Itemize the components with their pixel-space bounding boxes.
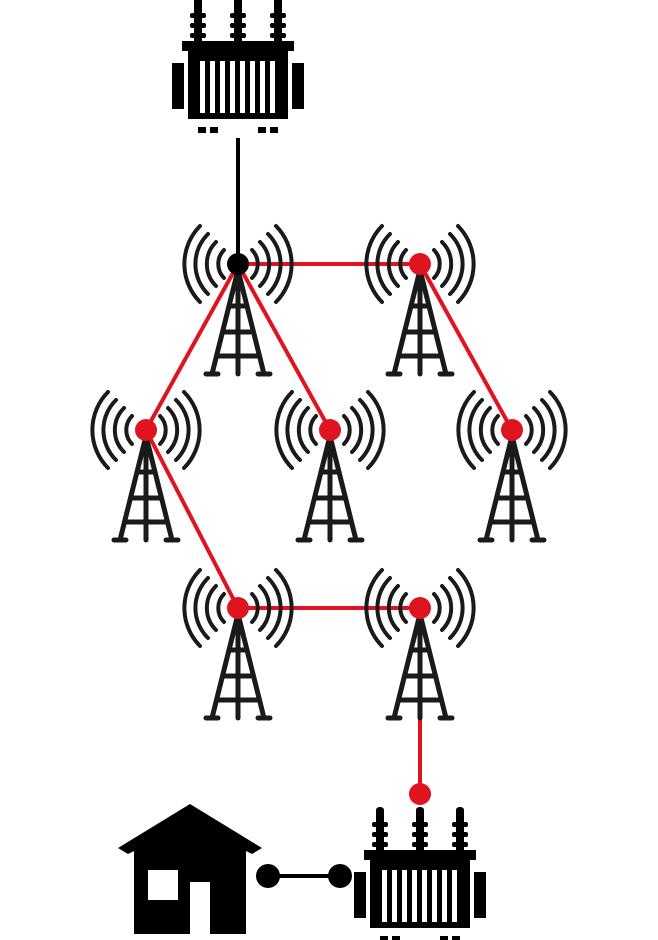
link-tower-1-to-tower-4 [236,263,332,431]
link-tower-3-to-tower-6 [144,429,240,609]
transformer-icon [172,0,304,133]
transformer-top [172,0,304,133]
transformer-icon [354,807,486,940]
node-dot-tower-2 [409,253,431,275]
link-tower-1-to-tower-3 [144,263,240,431]
link-tower-2-to-tower-5 [418,263,514,431]
tower-4 [276,392,383,540]
node-dots [135,253,523,888]
node-dot-house [256,864,280,888]
node-dot-tower-3 [135,419,157,441]
cell-tower-icon [458,392,565,540]
node-dot-tower-5 [501,419,523,441]
node-dot-tower-4 [319,419,341,441]
cell-tower-icon [276,392,383,540]
node-dot-tower-6 [227,597,249,619]
node-dot-transformer-bottom [409,783,431,805]
tower-3 [92,392,199,540]
node-dot-tower-7 [409,597,431,619]
cell-tower-icon [184,570,291,718]
house [118,804,262,934]
cell-tower-icon [366,570,473,718]
house-icon [118,804,262,934]
cell-tower-icon [366,226,473,374]
transformer-bottom [354,807,486,940]
cell-tower-icon [92,392,199,540]
tower-2 [366,226,473,374]
node-dot-transformer-bottom-input [328,864,352,888]
tower-6 [184,570,291,718]
node-dot-tower-1 [227,253,249,275]
tower-5 [458,392,565,540]
tower-7 [366,570,473,718]
